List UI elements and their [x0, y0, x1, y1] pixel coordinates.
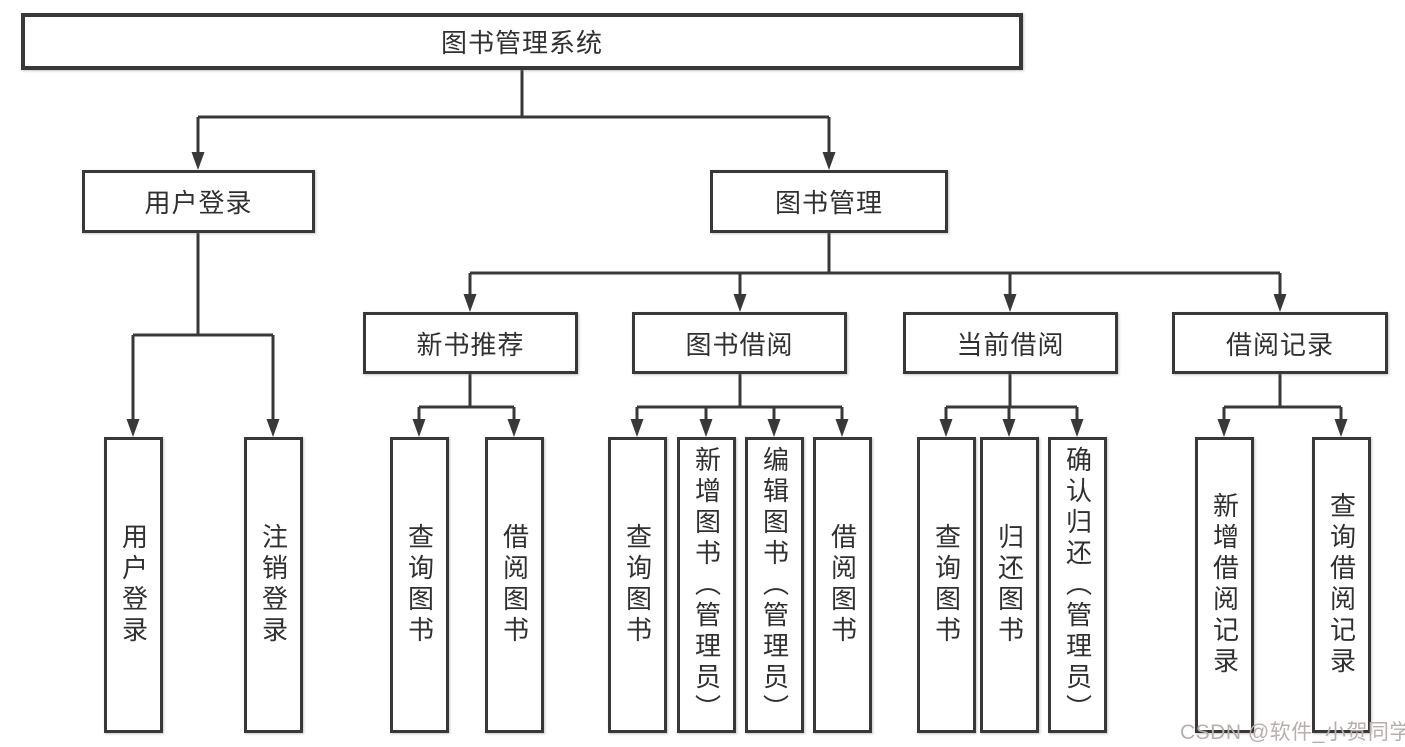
csdn-watermark: CSDN @软件_小贺同学 [1180, 721, 1405, 744]
leaf-label: 新增图书（管理员） [691, 445, 722, 725]
leaf-query-books-recommend: 查询图书 [390, 437, 449, 733]
leaf-borrow-books: 借阅图书 [813, 437, 872, 733]
arrowhead [507, 419, 521, 437]
arrowhead [835, 419, 849, 437]
leaf-label: 注销登录 [258, 523, 289, 647]
leaf-add-borrow-record: 新增借阅记录 [1195, 437, 1254, 733]
leaf-label: 查询图书 [404, 523, 435, 647]
arrowhead [822, 152, 836, 170]
connector-root-to-level2 [191, 70, 836, 170]
leaf-label: 借阅图书 [499, 523, 530, 647]
arrowhead [191, 152, 205, 170]
leaf-logout: 注销登录 [244, 437, 303, 733]
leaf-add-book-admin: 新增图书（管理员） [677, 437, 736, 733]
node-label: 用户登录 [144, 188, 253, 218]
node-label: 借阅记录 [1225, 329, 1334, 360]
arrowhead [1334, 419, 1348, 437]
leaf-label: 新增借阅记录 [1209, 492, 1240, 678]
node-borrow-records: 借阅记录 [1172, 312, 1388, 374]
node-book-management: 图书管理 [710, 170, 948, 233]
node-label: 图书管理 [774, 188, 883, 218]
leaf-user-login: 用户登录 [104, 437, 163, 733]
arrowhead [939, 419, 953, 437]
leaf-query-books-current: 查询图书 [917, 437, 976, 733]
node-current-borrow: 当前借阅 [903, 312, 1118, 374]
connector-user-login-to-leaves [126, 233, 280, 437]
node-library-management-system: 图书管理系统 [21, 13, 1023, 70]
connector-book-management-to-level3 [463, 233, 1287, 312]
leaf-label: 确认归还（管理员） [1062, 445, 1093, 725]
arrowhead [126, 419, 140, 437]
arrowhead [630, 419, 644, 437]
arrowhead [1070, 419, 1084, 437]
node-label: 图书管理系统 [440, 28, 603, 58]
arrowhead [767, 419, 781, 437]
arrowhead [412, 419, 426, 437]
leaf-label: 借阅图书 [827, 523, 858, 647]
node-label: 新书推荐 [416, 329, 525, 360]
node-user-login: 用户登录 [82, 170, 315, 233]
arrowhead [463, 294, 477, 312]
connector-current-borrow-to-leaves [939, 374, 1084, 437]
arrowhead [1273, 294, 1287, 312]
leaf-label: 用户登录 [118, 523, 149, 647]
leaf-label: 归还图书 [994, 523, 1025, 647]
leaf-borrow-books-recommend: 借阅图书 [485, 437, 544, 733]
arrowhead [1002, 419, 1016, 437]
leaf-query-books-borrow: 查询图书 [608, 437, 667, 733]
node-book-borrow: 图书借阅 [632, 312, 847, 374]
arrowhead [733, 294, 747, 312]
leaf-label: 查询借阅记录 [1326, 492, 1357, 678]
arrowhead [266, 419, 280, 437]
arrowhead [1003, 294, 1017, 312]
arrowhead [699, 419, 713, 437]
leaf-edit-book-admin: 编辑图书（管理员） [745, 437, 804, 733]
leaf-label: 查询图书 [622, 523, 653, 647]
leaf-query-borrow-record: 查询借阅记录 [1312, 437, 1371, 733]
node-new-book-recommend: 新书推荐 [363, 312, 578, 374]
connector-book-borrow-to-leaves [630, 374, 849, 437]
connector-borrow-records-to-leaves [1217, 374, 1348, 437]
arrowhead [1217, 419, 1231, 437]
node-label: 当前借阅 [956, 329, 1065, 360]
connector-new-book-to-leaves [412, 374, 521, 437]
node-label: 图书借阅 [685, 329, 794, 360]
leaf-return-book: 归还图书 [980, 437, 1039, 733]
leaf-label: 编辑图书（管理员） [759, 445, 790, 725]
leaf-confirm-return-admin: 确认归还（管理员） [1048, 437, 1107, 733]
leaf-label: 查询图书 [931, 523, 962, 647]
